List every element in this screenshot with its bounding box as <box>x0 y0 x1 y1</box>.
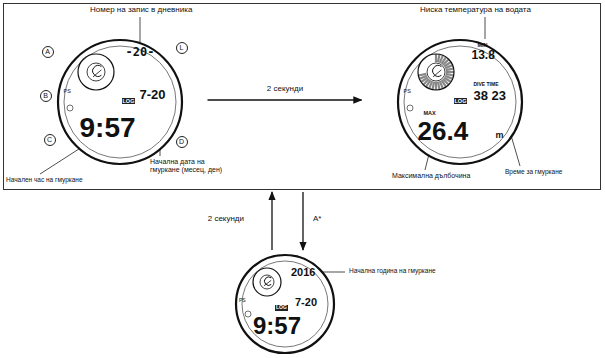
button-letter: C <box>44 134 56 146</box>
ps-indicator: PS <box>239 298 246 304</box>
time-digits: 9:57 <box>253 312 301 340</box>
unit-letter: m <box>496 130 504 140</box>
ps-indicator: PS <box>64 88 71 94</box>
transition-arrow <box>271 192 272 250</box>
callout-label: Номер на запис в дневника <box>90 5 192 15</box>
transition-label: 2 секунди <box>206 214 246 224</box>
watch-display: MIN13.8DIVE TIME38 23 LOG PS MAX26.4 m <box>380 22 530 172</box>
depth-digits: 26.4 <box>418 117 469 147</box>
callout-label: Начална година на гмуркане <box>349 267 436 275</box>
watch-illustration <box>40 22 190 172</box>
transition-label: 2 секунди <box>265 84 305 94</box>
callout-label: Начална дата на гмуркане (месец, ден) <box>150 158 234 175</box>
transition-label: A* <box>311 214 323 224</box>
year-digits: 2016 <box>291 266 315 279</box>
transition-arrow <box>302 192 303 250</box>
log-indicator: LOG <box>275 305 288 311</box>
callout-label: Начален час на гмуркане <box>6 176 83 184</box>
transition-arrow <box>208 99 362 100</box>
callout-label: Максимална дълбочина <box>392 172 470 180</box>
callout-label: Ниска температура на водата <box>420 5 531 15</box>
date-digits: 7-20 <box>295 296 317 309</box>
mode-frame: -20- 7-20 9:57 LOG PS A B C L D MIN13.8DIVE TIME38… <box>3 3 601 190</box>
log-indicator: LOG <box>122 98 136 104</box>
button-letter: A <box>42 46 54 58</box>
dive-time-digits: 38 23 <box>474 89 507 104</box>
log-indicator: LOG <box>454 98 468 104</box>
watch-display: -20- 7-20 9:57 LOG PS A B C L D <box>40 22 190 172</box>
button-letter: B <box>40 90 52 102</box>
time-digits: 9:57 <box>80 112 136 144</box>
button-letter: D <box>176 136 188 148</box>
watch-display: 2016 7-20 9:57LOG PS <box>225 252 345 356</box>
max-indicator: MAX <box>424 110 436 116</box>
log-number: -20- <box>126 46 155 60</box>
callout-label: Време за гмуркане <box>505 168 562 176</box>
dive-time-indicator: DIVE TIME <box>474 82 499 88</box>
min-indicator: MIN <box>478 42 488 48</box>
ps-indicator: PS <box>404 88 411 94</box>
date-digits: 7-20 <box>140 88 166 103</box>
watch-illustration <box>380 22 530 172</box>
watch-illustration <box>225 252 345 356</box>
button-letter: L <box>176 42 188 54</box>
temperature-digits: 13.8 <box>472 49 495 63</box>
